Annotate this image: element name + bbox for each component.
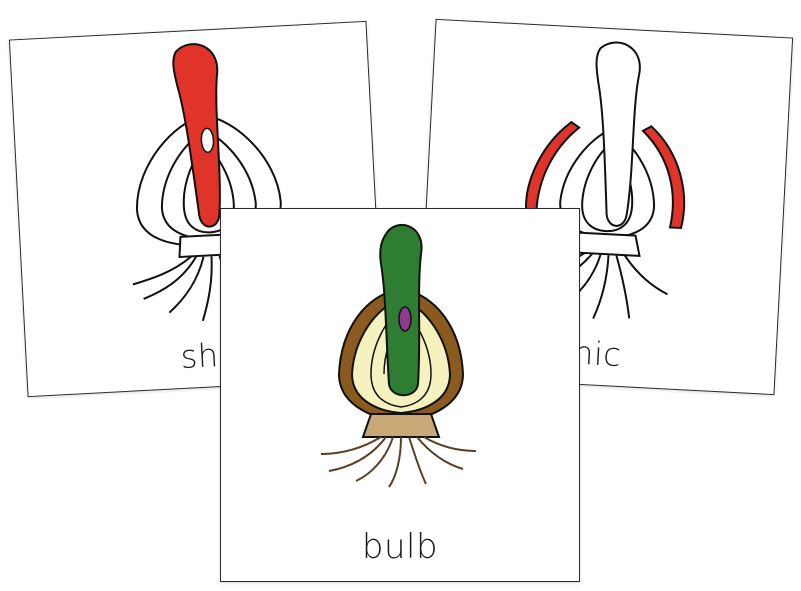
tunic-highlight-right: [641, 125, 686, 230]
card-tunic: nic: [416, 18, 794, 396]
bud: [398, 306, 412, 332]
shoot-highlight: [172, 43, 221, 228]
card-label: bulb: [361, 527, 439, 567]
bulb-illustration-color: [320, 223, 477, 488]
card-bulb: bulb: [220, 208, 580, 582]
bulb-illustration-tunic: [523, 41, 686, 319]
basal-plate: [361, 413, 441, 438]
roots: [320, 436, 477, 488]
